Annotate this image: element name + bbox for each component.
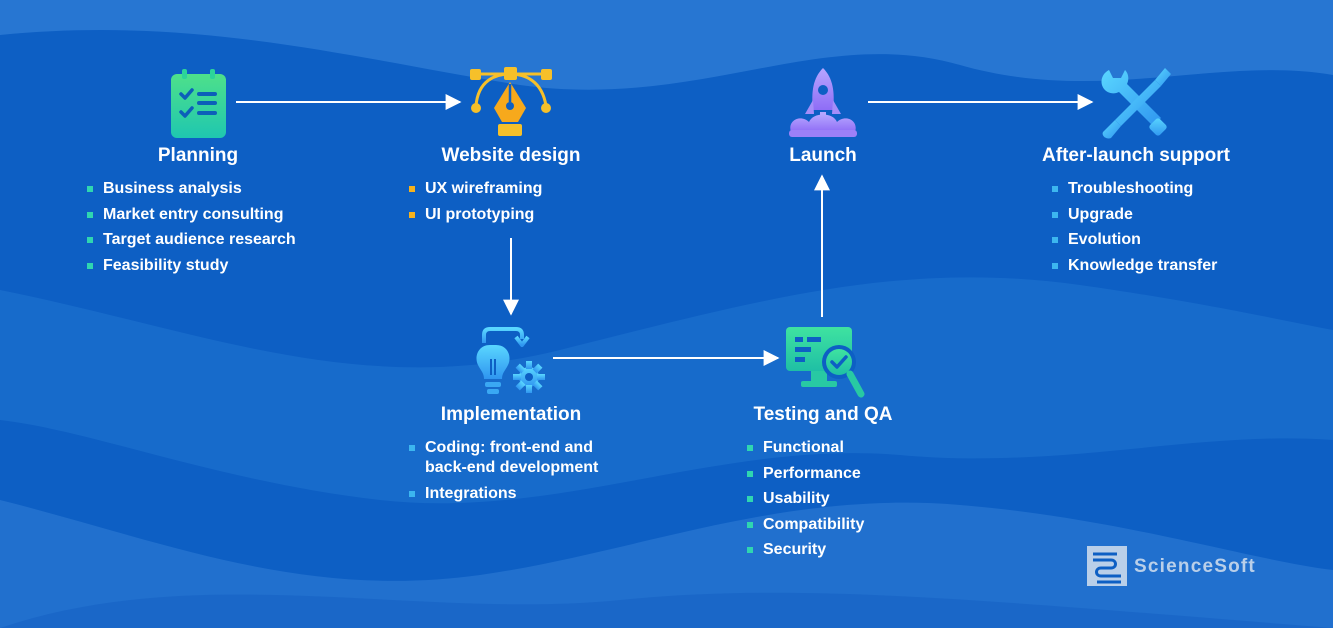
list-item: UX wireframing bbox=[409, 179, 542, 199]
list-item-text: UI prototyping bbox=[425, 205, 535, 223]
list-item: Troubleshooting bbox=[1052, 179, 1217, 199]
list-item: Upgrade bbox=[1052, 205, 1217, 225]
list-item-text: Market entry consulting bbox=[103, 205, 284, 223]
implementation-list: Coding: front-end and back-end developme… bbox=[409, 438, 598, 509]
monitor-check-icon bbox=[786, 327, 865, 398]
list-item: Compatibility bbox=[747, 515, 864, 535]
rocket-icon bbox=[789, 68, 857, 137]
bullet bbox=[747, 470, 753, 477]
bullet bbox=[87, 211, 93, 218]
sciencesoft-logo-icon bbox=[1087, 546, 1127, 586]
list-item-text: Feasibility study bbox=[103, 256, 229, 274]
support-list: Troubleshooting Upgrade Evolution Knowle… bbox=[1052, 179, 1217, 281]
bullet bbox=[747, 496, 753, 502]
testing-list: Functional Performance Usability Compati… bbox=[747, 438, 864, 566]
list-item-text: Compatibility bbox=[763, 515, 865, 533]
list-item-text: Troubleshooting bbox=[1068, 180, 1194, 197]
bullet bbox=[87, 237, 93, 243]
list-item: Functional bbox=[747, 438, 864, 458]
planning-title: Planning bbox=[157, 145, 239, 166]
bullet bbox=[1052, 237, 1058, 243]
list-item: Evolution bbox=[1052, 230, 1217, 250]
list-item: Business analysis bbox=[87, 179, 296, 199]
bullet bbox=[1052, 211, 1058, 218]
sciencesoft-logo-text: ScienceSoft bbox=[1134, 556, 1256, 577]
list-item-text: Functional bbox=[763, 439, 844, 456]
list-item: Target audience research bbox=[87, 230, 296, 250]
planning-list: Business analysis Market entry consultin… bbox=[87, 179, 296, 281]
bullet bbox=[747, 445, 753, 451]
list-item: Usability bbox=[747, 489, 864, 509]
list-item: Integrations bbox=[409, 484, 598, 504]
list-item-text: back-end development bbox=[425, 459, 599, 476]
bullet bbox=[409, 186, 415, 192]
lightbulb-gear-icon bbox=[476, 327, 545, 394]
bullet bbox=[747, 521, 753, 528]
list-item-text: UX wireframing bbox=[425, 180, 543, 197]
list-item-text: Coding: front-end and bbox=[425, 439, 593, 456]
wrench-screwdriver-icon bbox=[1101, 68, 1171, 139]
list-item-text: Knowledge transfer bbox=[1068, 256, 1218, 274]
bullet bbox=[409, 445, 415, 451]
list-item: UI prototyping bbox=[409, 205, 542, 225]
list-item-text: Integrations bbox=[425, 484, 517, 502]
list-item-text: Performance bbox=[763, 464, 861, 482]
list-item: Market entry consulting bbox=[87, 205, 296, 225]
checklist-icon bbox=[171, 69, 226, 138]
list-item-text: Usability bbox=[763, 490, 830, 507]
list-item: Security bbox=[747, 540, 864, 560]
list-item: Knowledge transfer bbox=[1052, 256, 1217, 276]
bullet bbox=[747, 547, 753, 553]
testing-title: Testing and QA bbox=[753, 404, 893, 425]
list-item-text: Business analysis bbox=[103, 180, 242, 197]
bullet bbox=[409, 490, 415, 497]
list-item-text: Evolution bbox=[1068, 231, 1141, 248]
list-item-continuation: back-end development bbox=[409, 458, 598, 478]
website-design-title: Website design bbox=[441, 145, 581, 166]
pen-tool-icon bbox=[470, 67, 552, 136]
support-title: After-launch support bbox=[1042, 145, 1230, 166]
launch-title: Launch bbox=[789, 145, 857, 166]
list-item: Feasibility study bbox=[87, 256, 296, 276]
bullet bbox=[87, 186, 93, 192]
bullet bbox=[87, 262, 93, 269]
bullet bbox=[1052, 262, 1058, 269]
list-item: Performance bbox=[747, 464, 864, 484]
list-item: Coding: front-end and bbox=[409, 438, 598, 458]
list-item-text: Upgrade bbox=[1068, 205, 1133, 223]
list-item-text: Security bbox=[763, 541, 827, 558]
bullet bbox=[1052, 186, 1058, 192]
bullet bbox=[409, 211, 415, 218]
list-item-text: Target audience research bbox=[103, 231, 296, 248]
implementation-title: Implementation bbox=[440, 404, 582, 425]
design-list: UX wireframing UI prototyping bbox=[409, 179, 542, 230]
